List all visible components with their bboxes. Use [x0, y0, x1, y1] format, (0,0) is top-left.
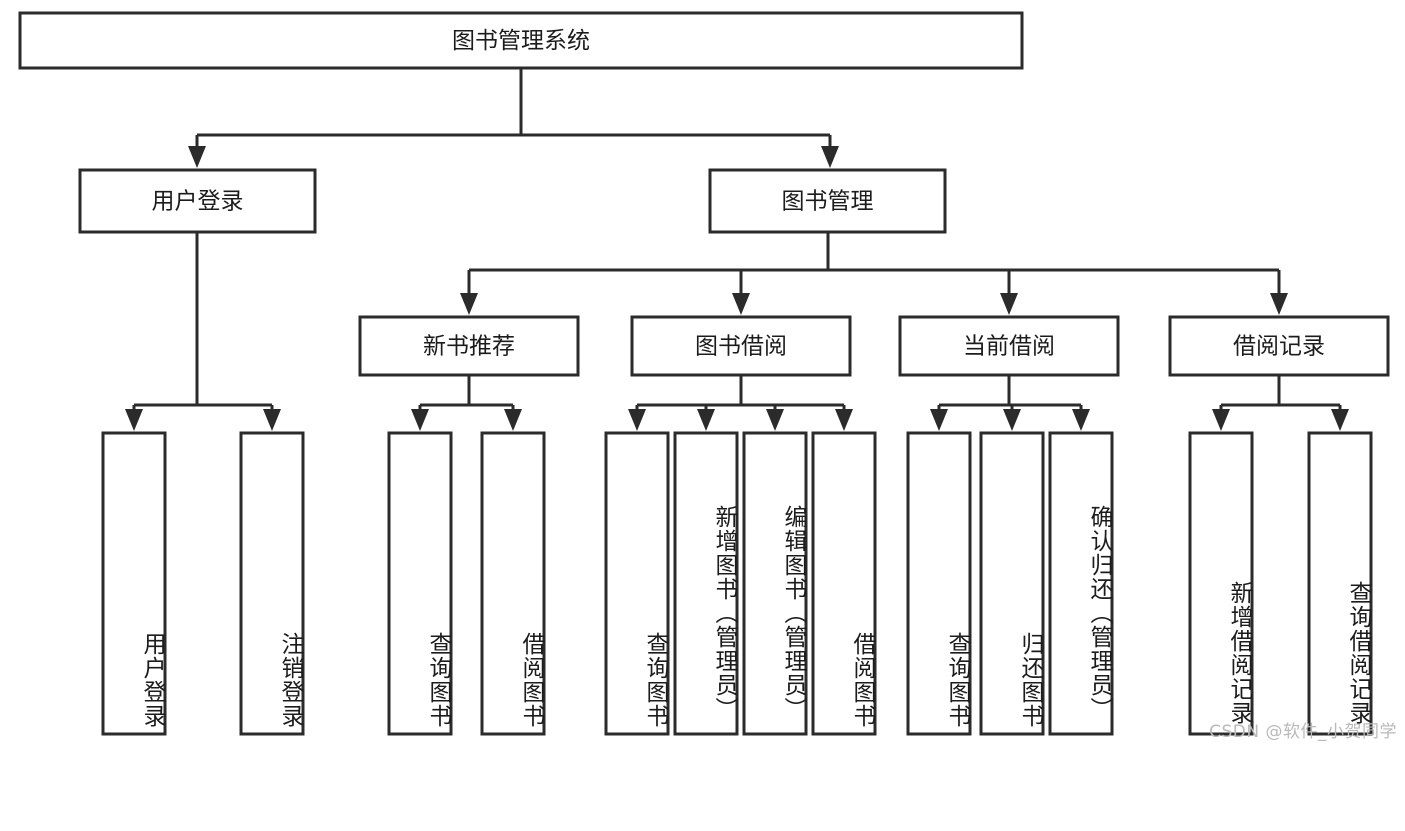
arrowhead-icon-ah-bb-2 [697, 409, 715, 431]
arrowhead-icon-ah-br-1 [1212, 409, 1230, 431]
node-label-root: 图书管理系统 [452, 28, 590, 54]
node-label-book-management: 图书管理 [782, 189, 874, 215]
node-box-borrow-record[interactable] [1168, 315, 1390, 377]
node-box-leaf-query-book-3[interactable] [906, 431, 972, 736]
node-box-leaf-user-login[interactable] [101, 431, 167, 736]
arrowhead-icon-ah-nb-1 [411, 409, 429, 431]
arrowhead-icon-ah-record [1270, 293, 1288, 315]
node-label-book-borrow: 图书借阅 [695, 334, 787, 360]
watermark: CSDN @软件_小贺同学 [1209, 722, 1397, 742]
node-box-leaf-borrow-book-2[interactable] [811, 431, 877, 736]
node-box-leaf-query-record[interactable] [1307, 431, 1373, 736]
arrowhead-icon-ah-ul-2 [263, 409, 281, 431]
arrowhead-icon-ah-new-book [460, 293, 478, 315]
node-box-leaf-query-book-2[interactable] [604, 431, 670, 736]
arrowhead-icon-ah-br-2 [1331, 409, 1349, 431]
arrowhead-icon-ah-nb-2 [504, 409, 522, 431]
arrowhead-icon-ah-cb-1 [930, 409, 948, 431]
node-box-new-book-recommend[interactable] [358, 315, 580, 377]
node-box-leaf-edit-book[interactable] [742, 431, 808, 736]
node-label-new-book-recommend: 新书推荐 [423, 334, 515, 360]
node-box-leaf-add-book[interactable] [673, 431, 739, 736]
node-box-leaf-user-logout[interactable] [239, 431, 305, 736]
arrowhead-icon-ah-book-mgmt [821, 146, 839, 168]
node-box-current-borrow[interactable] [898, 315, 1120, 377]
node-box-leaf-borrow-book-1[interactable] [480, 431, 546, 736]
node-label-current-borrow: 当前借阅 [963, 334, 1055, 360]
node-label-user-login: 用户登录 [152, 189, 244, 215]
arrowhead-icon-ah-ul-1 [125, 409, 143, 431]
diagram-canvas: 图书管理系统用户登录图书管理新书推荐图书借阅当前借阅借阅记录 用户登录注销登录查… [18, 11, 1397, 742]
node-box-leaf-return-book[interactable] [979, 431, 1045, 736]
arrowhead-icon-ah-bb-4 [835, 409, 853, 431]
node-label-borrow-record: 借阅记录 [1233, 334, 1325, 360]
arrowhead-icon-ah-cb-3 [1072, 409, 1090, 431]
node-box-book-borrow[interactable] [630, 315, 852, 377]
arrowhead-icon-ah-book-borrow [732, 293, 750, 315]
node-box-layer [18, 11, 1390, 736]
node-box-leaf-query-book-1[interactable] [387, 431, 453, 736]
node-box-leaf-add-record[interactable] [1188, 431, 1254, 736]
arrowhead-icon-ah-bb-3 [766, 409, 784, 431]
arrowhead-icon-ah-bb-1 [628, 409, 646, 431]
node-box-book-management[interactable] [708, 168, 947, 234]
node-box-user-login[interactable] [78, 168, 317, 234]
arrowhead-icon-ah-cb-2 [1003, 409, 1021, 431]
arrowhead-icon-ah-user-login [188, 146, 206, 168]
node-box-root[interactable] [18, 11, 1024, 70]
arrowhead-icon-ah-current [1000, 293, 1018, 315]
node-box-leaf-confirm-return[interactable] [1048, 431, 1114, 736]
arrowhead-layer [125, 146, 1349, 431]
